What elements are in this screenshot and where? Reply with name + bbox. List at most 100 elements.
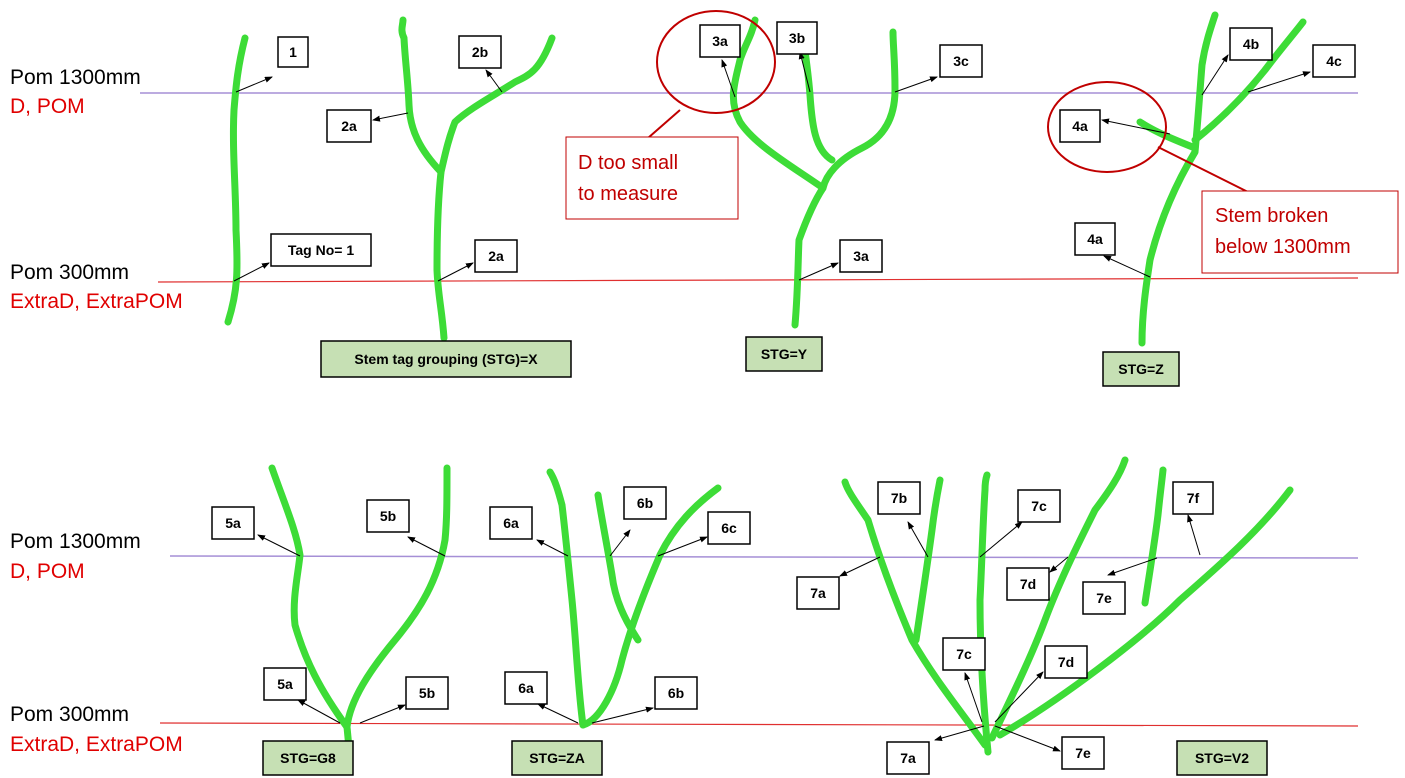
svg-text:7e: 7e [1075, 745, 1091, 761]
stem-tree-3-trunk [791, 28, 899, 329]
label-5a-top: 5a [211, 506, 255, 540]
label-7a-low: 7a [886, 741, 930, 775]
callout-connector-too-small [647, 109, 681, 139]
svg-text:5b: 5b [380, 508, 396, 524]
arrow-3b [798, 51, 811, 93]
callout-box-broken [1201, 190, 1399, 274]
pom1300-label-bottom: Pom 1300mm [10, 530, 141, 553]
svg-text:2a: 2a [341, 118, 357, 134]
callout-text-broken-2: below 1300mm [1215, 236, 1351, 258]
pom300-line-bottom [159, 722, 1359, 727]
svg-text:4b: 4b [1243, 36, 1259, 52]
svg-text:STG=Y: STG=Y [761, 346, 808, 362]
callout-text-too-small-1: D too small [578, 152, 678, 174]
arrow-2b [485, 69, 503, 93]
arrow-6c [657, 536, 708, 557]
stg-box-v2: STG=V2 [1176, 740, 1268, 776]
stem-tree-7c [976, 471, 992, 756]
stem-tree-7a [841, 478, 989, 749]
svg-text:7b: 7b [891, 490, 907, 506]
label-2a-top: 2a [326, 109, 372, 143]
svg-text:6a: 6a [518, 680, 534, 696]
svg-text:7d: 7d [1058, 654, 1074, 670]
stem-tree-2-trunk [433, 34, 556, 342]
label-5b-top: 5b [366, 499, 410, 533]
arrow-7d-low [994, 671, 1044, 723]
stem-tree-4-broken [1136, 118, 1199, 152]
stem-tree-7b [912, 476, 944, 644]
svg-text:7a: 7a [810, 585, 826, 601]
stem-tree-6-left [546, 468, 587, 729]
svg-text:STG=Z: STG=Z [1118, 361, 1164, 377]
label-7e-top: 7e [1082, 581, 1126, 615]
arrow-7c-low [964, 672, 983, 723]
label-boxes: 1 Tag No= 1 2a 2b 2a 3a 3b 3c 3a 4a 4b 4… [211, 21, 1356, 775]
arrow-2a-top [372, 112, 409, 122]
arrow-7e-top [1107, 557, 1158, 576]
stem-tree-7f [1141, 466, 1167, 607]
pom300-label-bottom: Pom 300mm [10, 703, 129, 726]
arrow-7e-low [994, 725, 1061, 752]
stg-box-g8: STG=G8 [262, 740, 354, 776]
svg-text:5b: 5b [419, 685, 435, 701]
stg-boxes: Stem tag grouping (STG)=X STG=Y STG=Z ST… [262, 336, 1268, 776]
arrow-tag1 [233, 262, 270, 282]
arrow-6b-top [609, 529, 631, 557]
highlight-circle-3a [656, 10, 776, 114]
svg-text:STG=ZA: STG=ZA [529, 750, 585, 766]
label-6b-top: 6b [623, 486, 667, 520]
pom1300-sub-bottom: D, POM [10, 560, 85, 583]
arrow-7a-low [934, 725, 985, 741]
arrow-6a-top [536, 539, 569, 557]
arrow-7c-top [979, 521, 1023, 558]
stem-tree-4-branch-c [1191, 18, 1307, 144]
arrow-6a-low [537, 703, 579, 724]
pom1300-label-top: Pom 1300mm [10, 66, 141, 89]
label-4c: 4c [1312, 44, 1356, 78]
svg-text:6b: 6b [668, 685, 684, 701]
callout-text-broken-1: Stem broken [1215, 205, 1328, 227]
label-7e-low: 7e [1061, 736, 1105, 770]
label-7d-low: 7d [1044, 645, 1088, 679]
label-3a-low: 3a [839, 239, 883, 273]
svg-text:6b: 6b [637, 495, 653, 511]
arrow-7b [907, 521, 929, 558]
stem-tree-3-branch-a [729, 16, 827, 192]
label-7b: 7b [877, 481, 921, 515]
label-7f: 7f [1172, 481, 1214, 515]
svg-text:6c: 6c [721, 520, 737, 536]
label-6a-top: 6a [489, 506, 533, 540]
svg-text:7e: 7e [1096, 590, 1112, 606]
callout-text-too-small-2: to measure [578, 183, 678, 205]
label-4b: 4b [1229, 27, 1273, 61]
label-7c-low: 7c [942, 637, 986, 671]
pom300-label-top: Pom 300mm [10, 261, 129, 284]
svg-text:5a: 5a [225, 515, 241, 531]
pom300-line-top [157, 277, 1359, 283]
stem-tree-6-mid [594, 491, 642, 644]
stem-tree-6-right [579, 484, 722, 729]
arrow-4a-low [1103, 255, 1151, 278]
label-7d-top: 7d [1006, 567, 1050, 601]
arrow-3a-low [798, 262, 839, 281]
label-2b: 2b [458, 35, 502, 69]
arrow-5b-top [407, 536, 446, 557]
label-1: 1 [277, 36, 309, 68]
svg-text:7c: 7c [956, 646, 972, 662]
label-6b-low: 6b [654, 676, 698, 710]
label-5a-low: 5a [263, 667, 307, 701]
svg-text:2a: 2a [488, 248, 504, 264]
arrow-1 [235, 76, 273, 93]
stem-tree-2-branch-a [398, 16, 445, 176]
arrow-4c [1247, 71, 1311, 93]
label-tag1: Tag No= 1 [270, 233, 372, 267]
svg-text:4a: 4a [1072, 118, 1088, 134]
label-4a-low: 4a [1074, 222, 1116, 256]
label-3b: 3b [776, 21, 818, 55]
svg-text:7c: 7c [1031, 498, 1047, 514]
arrow-7d-top [1049, 556, 1069, 573]
callout-box-too-small [565, 136, 739, 220]
stg-box-y: STG=Y [745, 336, 823, 372]
svg-text:6a: 6a [503, 515, 519, 531]
